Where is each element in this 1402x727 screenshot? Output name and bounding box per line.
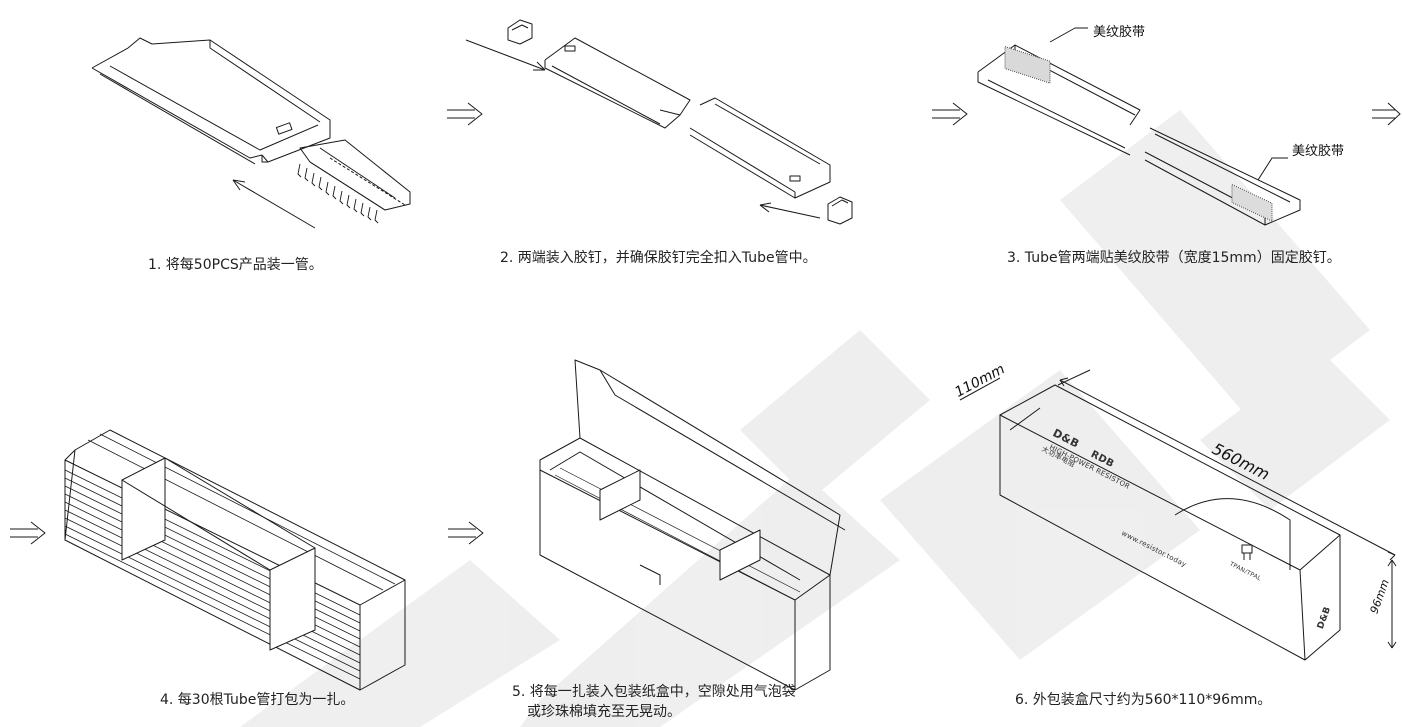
step3-tube-illustration [977, 27, 1301, 226]
step6-caption: 6. 外包装盒尺寸约为560*110*96mm。 [1015, 692, 1272, 708]
step4-caption: 4. 每30根Tube管打包为一扎。 [160, 692, 355, 708]
step3-tape-label-bottom: 美纹胶带 [1292, 144, 1345, 159]
step2-caption: 2. 两端装入胶钉，并确保胶钉完全扣入Tube管中。 [500, 250, 817, 266]
step-arrow-4 [10, 521, 46, 545]
step4-bundle-illustration [64, 429, 406, 691]
step-arrow-1 [447, 102, 483, 126]
step6-box-illustration [959, 369, 1397, 661]
step-arrow-5 [448, 521, 484, 545]
step-arrow-2 [932, 102, 968, 126]
step1-tube-illustration [91, 37, 411, 229]
step5-caption-line1: 5. 将每一扎装入包装纸盒中，空隙处用气泡袋 [512, 684, 796, 700]
step1-caption: 1. 将每50PCS产品装一管。 [148, 257, 323, 273]
step3-tape-label-top: 美纹胶带 [1093, 25, 1146, 40]
step5-carton-illustration [539, 359, 846, 691]
background-watermark [240, 110, 1390, 727]
step-arrow-3 [1372, 102, 1401, 126]
step5-caption-line2: 或珍珠棉填充至无晃动。 [527, 704, 681, 720]
step3-caption: 3. Tube管两端贴美纹胶带（宽度15mm）固定胶钉。 [1007, 250, 1341, 266]
step2-tube-illustration [465, 19, 853, 225]
